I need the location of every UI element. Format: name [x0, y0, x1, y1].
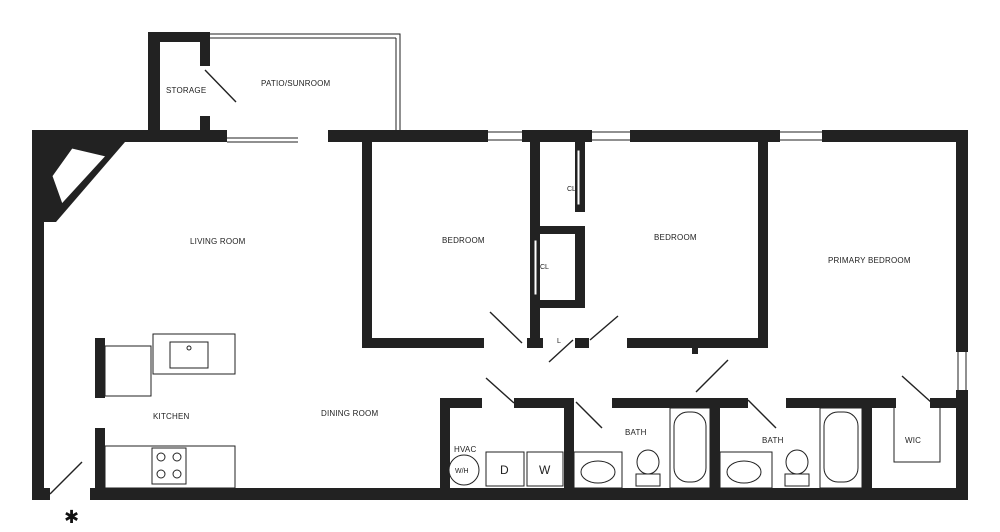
fixtures [51, 147, 941, 489]
appliance-labels: W/H D W [455, 463, 551, 477]
bath2-wall-top-left [720, 398, 748, 408]
kitchen-wall-upper [95, 338, 105, 398]
bath2-wall-right [862, 398, 872, 498]
label-wic: WIC [905, 436, 921, 445]
bed2-door [589, 315, 619, 341]
wall-top-primary [822, 130, 968, 142]
bath1-toilet-base [635, 473, 661, 487]
entry-marker: ✱ [64, 507, 79, 528]
bath1-tub-inner [673, 411, 707, 483]
bed1-door [489, 311, 523, 344]
linen-right [575, 338, 589, 348]
wall-top-left [32, 130, 227, 142]
wall-top-bed1 [522, 130, 592, 142]
bath2-toilet-base [784, 473, 810, 487]
water-heater [448, 454, 480, 486]
label-dryer: D [500, 463, 509, 477]
doors [49, 69, 933, 495]
hvac-wall-top-right [514, 398, 574, 408]
storage-wall-right-bottom [200, 116, 210, 142]
wall-bottom-left-stub [32, 488, 50, 500]
label-hvac: HVAC [454, 445, 476, 454]
label-closet-1: CL [567, 186, 576, 193]
wall-right-lower [956, 390, 968, 500]
storage-door [204, 69, 237, 103]
bath2-tub-inner [823, 411, 859, 483]
bath1-wall-right [710, 398, 720, 498]
burner-1 [156, 452, 166, 462]
label-kitchen: KITCHEN [153, 412, 190, 421]
bath1-door [575, 401, 603, 429]
bath2-sink [726, 460, 762, 484]
fireplace [51, 147, 107, 205]
burner-2 [172, 452, 182, 462]
label-linen: L [557, 338, 561, 345]
bed2-wall-bottom [627, 338, 768, 348]
kitchen-faucet [186, 345, 192, 351]
bath1-sink [580, 460, 616, 484]
storage-wall-left [148, 32, 160, 142]
label-bedroom-1: BEDROOM [442, 236, 485, 245]
storage-wall-top [148, 32, 210, 42]
bed1-wall-left [362, 142, 372, 348]
bath1-wall-top [612, 398, 712, 408]
bed1-wall-bottom [362, 338, 484, 348]
wall-top-bed2 [630, 130, 780, 142]
range [151, 447, 187, 485]
kitchen-wall-lower [95, 428, 105, 498]
bed2-wall-right [758, 142, 768, 348]
label-patio: PATIO/SUNROOM [261, 79, 331, 88]
wall-left [32, 130, 44, 498]
bath1-toilet-tank [636, 449, 660, 475]
closet-mid [530, 226, 585, 234]
bath2-door [747, 399, 777, 429]
label-bedroom-2: BEDROOM [654, 233, 697, 242]
label-storage: STORAGE [166, 86, 206, 95]
wall-right-upper [956, 130, 968, 352]
burner-4 [172, 469, 182, 479]
closet-bottom [540, 300, 585, 308]
room-labels: STORAGE PATIO/SUNROOM LIVING ROOM BEDROO… [153, 79, 921, 454]
windows [210, 33, 967, 390]
wic-door [901, 375, 933, 404]
hvac-wall-top-left [440, 398, 482, 408]
label-closet-2: CL [540, 264, 549, 271]
wic-wall-top [930, 398, 968, 408]
wic-shelf [893, 408, 941, 463]
washer [526, 451, 564, 487]
storage-wall-right-top [200, 32, 210, 66]
dryer [485, 451, 525, 487]
entry-door [49, 461, 83, 495]
bath1-wall-left [564, 398, 574, 498]
label-bath-1: BATH [625, 428, 647, 437]
refrigerator [104, 345, 152, 397]
wall-top-mid [328, 130, 488, 142]
bath1-entry-door [695, 359, 729, 393]
hvac-door [485, 377, 515, 404]
linen-door [548, 339, 574, 363]
closet2-slider [533, 239, 538, 296]
label-living-room: LIVING ROOM [190, 237, 246, 246]
bath2-wall-top-right [786, 398, 896, 408]
hvac-wall-left [440, 398, 450, 498]
label-washer: W [539, 463, 551, 477]
patio-outline [210, 33, 401, 130]
bath2-toilet-tank [785, 449, 809, 475]
bed2-wall-stub [692, 346, 698, 354]
label-primary-bedroom: PRIMARY BEDROOM [828, 256, 911, 265]
label-bath-2: BATH [762, 436, 784, 445]
closet-right-lower [575, 226, 585, 306]
label-dining-room: DINING ROOM [321, 409, 378, 418]
burner-3 [156, 469, 166, 479]
wall-bottom [90, 488, 968, 500]
label-water-heater: W/H [455, 468, 469, 475]
closet1-slider [576, 149, 581, 206]
